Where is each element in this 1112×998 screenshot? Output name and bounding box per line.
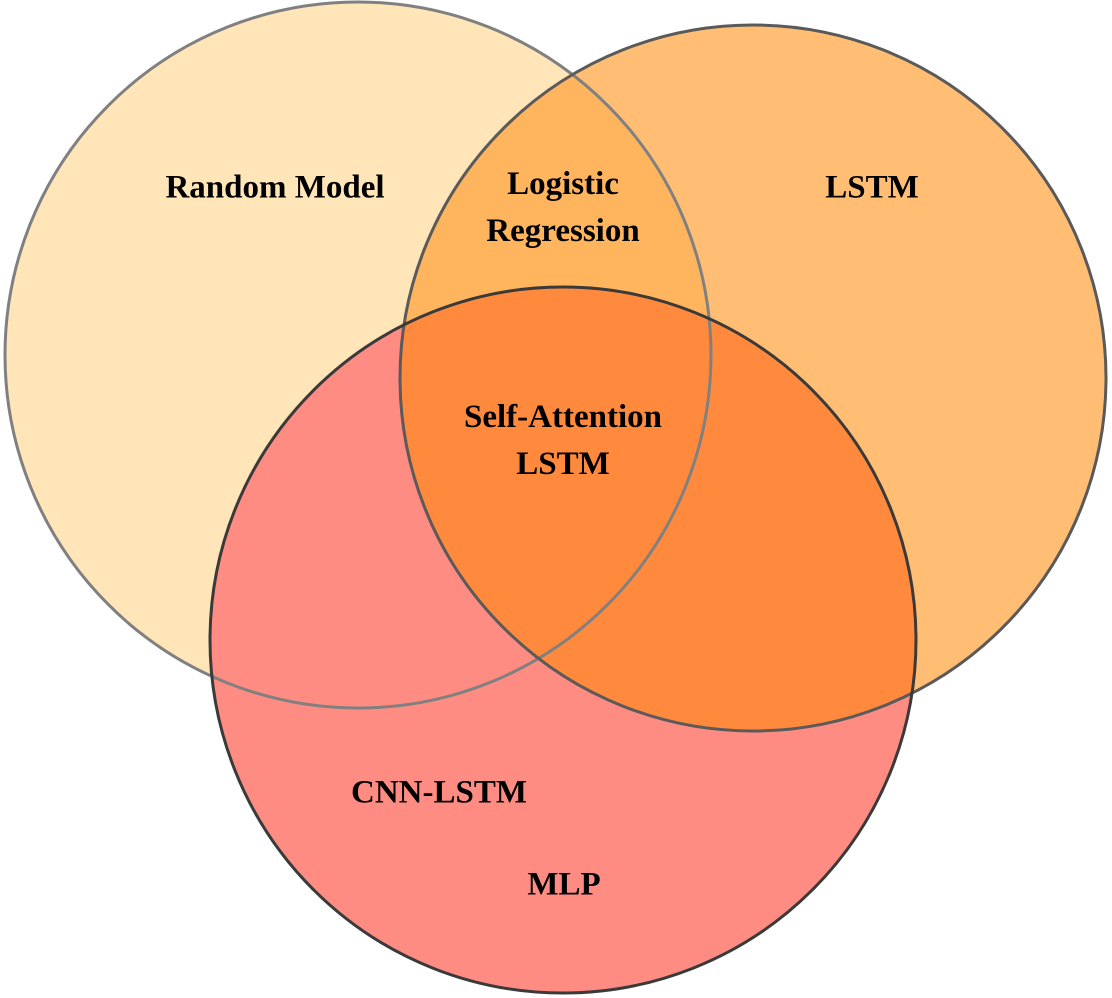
label-cnn-lstm: CNN-LSTM — [350, 774, 528, 811]
set-bottom-outline — [208, 285, 918, 995]
label-mlp: MLP — [527, 866, 601, 903]
set-right-outline — [398, 23, 1108, 733]
overlap-all-three — [400, 287, 711, 708]
label-self-attention-lstm: Self-Attention LSTM — [464, 399, 662, 482]
label-random-model: Random Model — [165, 169, 385, 206]
label-logistic-regression: Logistic Regression — [486, 166, 640, 249]
label-lstm: LSTM — [825, 169, 919, 206]
set-left-outline — [3, 0, 713, 710]
